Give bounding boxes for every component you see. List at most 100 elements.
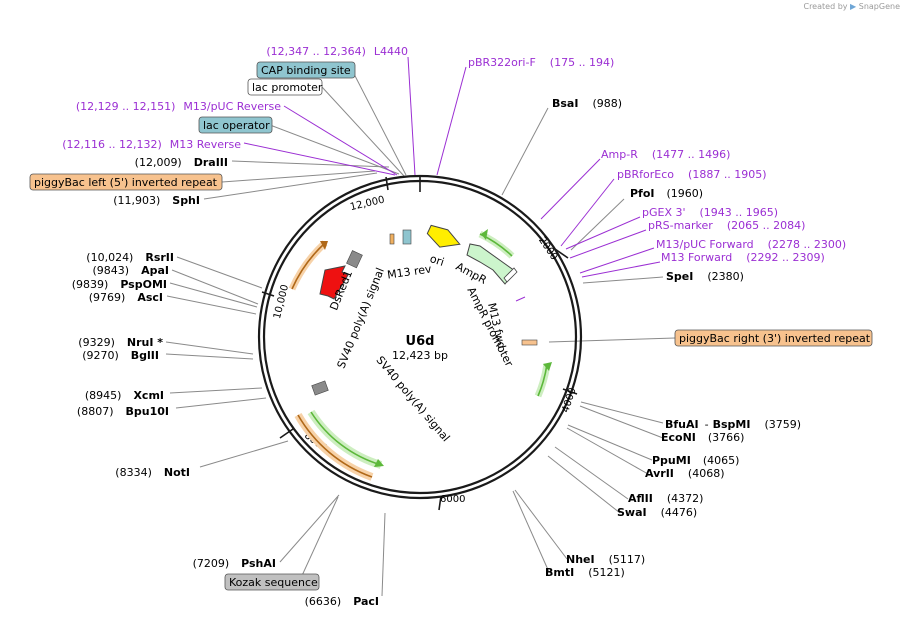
- leader-econi: [579, 405, 664, 439]
- leader-pgex3: [565, 216, 641, 250]
- primer-labels: (12,347 .. 12,364)L4440 pBR322ori-F(175 …: [62, 45, 846, 264]
- enzyme-nrui: (9329)NruI *: [78, 336, 163, 349]
- tick-label-10000: 10,000: [272, 284, 291, 321]
- leader-bglii: [165, 353, 254, 360]
- leader-nrui: [165, 341, 254, 355]
- enzyme-pspomi: (9839)PspOMI: [72, 278, 167, 291]
- tick-10000: [261, 291, 275, 297]
- enzyme-rsrii: (10,024)RsrII: [86, 251, 174, 264]
- credit-brand: SnapGene: [858, 2, 900, 11]
- label-ampr-promoter: AmpR promoter: [464, 285, 515, 369]
- tick-6000: [438, 495, 442, 511]
- leader-piggyleft: [221, 170, 376, 183]
- enzyme-bglii: (9270)BglII: [82, 349, 159, 362]
- enzyme-bfuai-bspmi: BfuAI-BspMI(3759): [665, 418, 801, 431]
- enzyme-bmti: BmtI(5121): [545, 566, 625, 579]
- enzyme-labels: BsaI(988) PfoI(1960) SpeI(2380) BfuAI-Bs…: [545, 97, 801, 579]
- leader-aflii: [554, 446, 629, 500]
- plasmid-center: U6d 12,423 bp: [392, 334, 448, 362]
- leader-m13puc-rev: [283, 105, 398, 176]
- label-sv40-b: SV40 poly(A) signal: [373, 354, 452, 445]
- box-piggybac-left: piggyBac left (5') inverted repeat: [29, 173, 223, 191]
- leader-rsrii: [176, 256, 263, 289]
- feature-m13rev-mark: [389, 233, 395, 245]
- feature-piggybac-right-mark: [521, 339, 538, 346]
- leader-lines: [165, 56, 676, 597]
- leader-ampr-primer: [540, 158, 601, 220]
- feature-m13fwd-tick: [515, 296, 526, 302]
- leader-pbr322ori: [436, 66, 467, 176]
- feature-gray-mark-top: [346, 250, 363, 269]
- leader-ppumi: [567, 424, 653, 461]
- enzyme-econi: EcoNI(3766): [661, 431, 744, 444]
- leader-draiii: [231, 160, 390, 168]
- leader-asci: [166, 295, 257, 315]
- enzyme-ppumi: PpuMI(4065): [652, 454, 739, 467]
- leader-m13-fwd: [581, 261, 661, 278]
- feature-orange-arc-upper-head: [320, 241, 328, 250]
- primer-prsmarker: pRS-marker(2065 .. 2084): [648, 219, 805, 232]
- enzyme-nhei: NheI(5117): [566, 553, 645, 566]
- leader-pspomi: [169, 282, 258, 308]
- leader-apai: [171, 269, 259, 305]
- primer-m13puc-fwd: M13/pUC Forward(2278 .. 2300): [656, 238, 846, 251]
- enzyme-apai: (9843)ApaI: [93, 264, 169, 277]
- enzyme-bpu10i: (8807)Bpu10I: [77, 405, 169, 418]
- leader-avrii: [566, 427, 649, 475]
- feature-ampr-promoter-mark: [503, 267, 518, 283]
- box-lac-operator: lac operator: [198, 116, 273, 134]
- leader-bmti: [512, 490, 550, 573]
- svg-text:piggyBac left (5') inverted re: piggyBac left (5') inverted repeat: [34, 176, 218, 189]
- leader-kozak: [299, 496, 339, 581]
- enzyme-paci: (6636)PacI: [305, 595, 379, 608]
- svg-text:lac promoter: lac promoter: [252, 81, 323, 94]
- enzyme-sphi: (11,903)SphI: [113, 194, 200, 207]
- tick-2000: [554, 248, 569, 259]
- svg-text:piggyBac right (3') inverted r: piggyBac right (3') inverted repeat: [679, 332, 871, 345]
- leader-piggyright: [548, 337, 676, 343]
- feature-orange-arc-lower-line: [297, 414, 373, 478]
- feature-dsred1-arrow: [319, 265, 349, 300]
- tick-label-12000: 12,000: [349, 195, 386, 214]
- boxed-feature-labels: CAP binding site lac promoter lac operat…: [29, 61, 873, 591]
- primer-m13-rev: (12,116 .. 12,132)M13 Reverse: [62, 138, 241, 151]
- box-kozak-sequence: Kozak sequence: [224, 573, 320, 591]
- enzyme-draiii: (12,009)DraIII: [135, 156, 228, 169]
- label-ori: ori: [428, 252, 446, 269]
- leader-lacpromoter: [321, 86, 405, 177]
- primer-m13puc-rev: (12,129 .. 12,151)M13/pUC Reverse: [76, 100, 281, 113]
- snapgene-logo-icon: ▶: [850, 2, 857, 11]
- leader-bpu10i: [175, 397, 267, 409]
- credit-prefix: Created by: [803, 2, 848, 11]
- feature-lac-operator-mark: [402, 229, 412, 245]
- primer-ampr: Amp-R(1477 .. 1496): [601, 148, 730, 161]
- feature-green-arc-right-head: [543, 362, 552, 371]
- leader-paci: [381, 512, 386, 597]
- feature-green-arc-top-head: [481, 229, 488, 240]
- ring-ticks: [261, 176, 578, 511]
- enzyme-aflii: AflII(4372): [628, 492, 703, 505]
- primer-pbr322ori: pBR322ori-F(175 .. 194): [468, 56, 614, 69]
- leader-pfoi: [570, 198, 625, 251]
- svg-text:Kozak sequence: Kozak sequence: [229, 576, 318, 589]
- plasmid-size: 12,423 bp: [392, 349, 448, 362]
- enzyme-asci: (9769)AscI: [89, 291, 163, 304]
- box-lac-promoter: lac promoter: [247, 78, 323, 96]
- leader-spei: [582, 276, 664, 284]
- features: [288, 224, 552, 481]
- primer-m13-fwd: M13 Forward(2292 .. 2309): [661, 251, 825, 264]
- primer-pgex3: pGEX 3'(1943 .. 1965): [642, 206, 778, 219]
- enzyme-xcmi: (8945)XcmI: [85, 389, 164, 402]
- enzyme-labels-left: (6636)PacI (7209)PshAI (8334)NotI (8807)…: [72, 156, 379, 608]
- enzyme-swai: SwaI(4476): [617, 506, 697, 519]
- leader-sphi: [203, 172, 378, 200]
- leader-l4440: [407, 56, 416, 176]
- tick-12000: [385, 176, 389, 191]
- leader-lacoperator: [269, 124, 400, 175]
- leader-swai: [547, 455, 621, 514]
- tick-8000: [279, 428, 294, 439]
- feature-green-arc-top-line: [479, 233, 513, 257]
- leader-pshai: [279, 494, 340, 563]
- leader-bsai: [501, 107, 549, 196]
- enzyme-pshai: (7209)PshAI: [193, 557, 276, 570]
